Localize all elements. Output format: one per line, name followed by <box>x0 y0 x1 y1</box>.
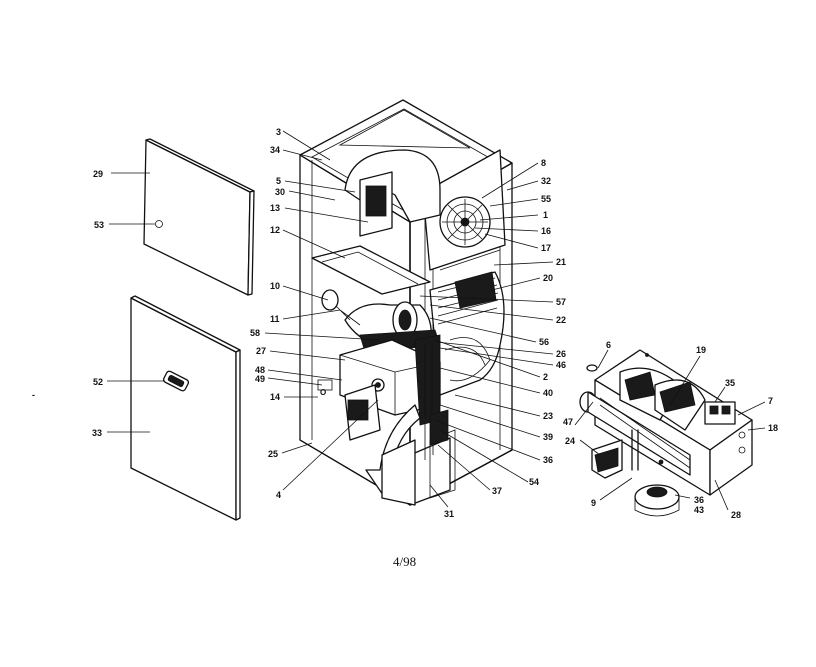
callout-43: 43 <box>694 505 704 515</box>
callout-27: 27 <box>256 346 266 356</box>
callout-8: 8 <box>541 158 546 168</box>
callout-21: 21 <box>556 257 566 267</box>
callout-11: 11 <box>270 314 280 324</box>
callout-9: 9 <box>591 498 596 508</box>
callout-37: 37 <box>492 486 502 496</box>
callout-29: 29 <box>93 169 103 179</box>
leader-lines <box>107 130 766 511</box>
callout-7: 7 <box>768 396 773 406</box>
callout-56: 56 <box>539 337 549 347</box>
margin-mark: - <box>32 390 35 400</box>
callout-16: 16 <box>541 226 551 236</box>
callout-57: 57 <box>556 297 566 307</box>
callout-49: 49 <box>255 374 265 384</box>
callout-47: 47 <box>563 417 573 427</box>
callout-35: 35 <box>725 378 735 388</box>
svg-text:O: O <box>320 388 326 397</box>
upper-door-panel <box>143 138 255 296</box>
callout-24: 24 <box>565 436 575 446</box>
callout-46: 46 <box>556 360 566 370</box>
callout-30: 30 <box>275 187 285 197</box>
callout-36b: 36 <box>694 495 704 505</box>
callout-54: 54 <box>529 477 539 487</box>
lower-door-panel <box>130 295 241 521</box>
callout-26: 26 <box>556 349 566 359</box>
callout-18: 18 <box>768 423 778 433</box>
burner-assembly <box>579 349 753 517</box>
callout-17: 17 <box>541 243 551 253</box>
callout-5: 5 <box>276 176 281 186</box>
callout-3: 3 <box>276 127 281 137</box>
callout-20: 20 <box>543 273 553 283</box>
callout-23: 23 <box>543 411 553 421</box>
callout-53: 53 <box>94 220 104 230</box>
callout-52: 52 <box>93 377 103 387</box>
callout-25: 25 <box>268 449 278 459</box>
callout-13: 13 <box>270 203 280 213</box>
callout-6: 6 <box>606 340 611 350</box>
callout-58: 58 <box>250 328 260 338</box>
callout-48: 48 <box>255 365 265 375</box>
callout-2: 2 <box>543 372 548 382</box>
callout-19: 19 <box>696 345 706 355</box>
callout-55: 55 <box>541 194 551 204</box>
callout-22: 22 <box>556 315 566 325</box>
callout-36: 36 <box>543 455 553 465</box>
callout-12: 12 <box>270 225 280 235</box>
heat-exchanger <box>429 271 505 396</box>
callout-40: 40 <box>543 388 553 398</box>
callout-1: 1 <box>543 210 548 220</box>
callout-34: 34 <box>270 145 280 155</box>
panel-screw-hole <box>155 220 163 228</box>
callout-31: 31 <box>444 509 454 519</box>
callout-39: 39 <box>543 432 553 442</box>
callout-10: 10 <box>270 281 280 291</box>
callout-14: 14 <box>270 392 280 402</box>
furnace-cabinet: O <box>299 99 513 506</box>
blower-assembly <box>409 149 506 271</box>
callout-4: 4 <box>276 490 281 500</box>
callout-28: 28 <box>731 510 741 520</box>
callout-32: 32 <box>541 176 551 186</box>
callout-33: 33 <box>92 428 102 438</box>
date-code: 4/98 <box>393 554 416 569</box>
